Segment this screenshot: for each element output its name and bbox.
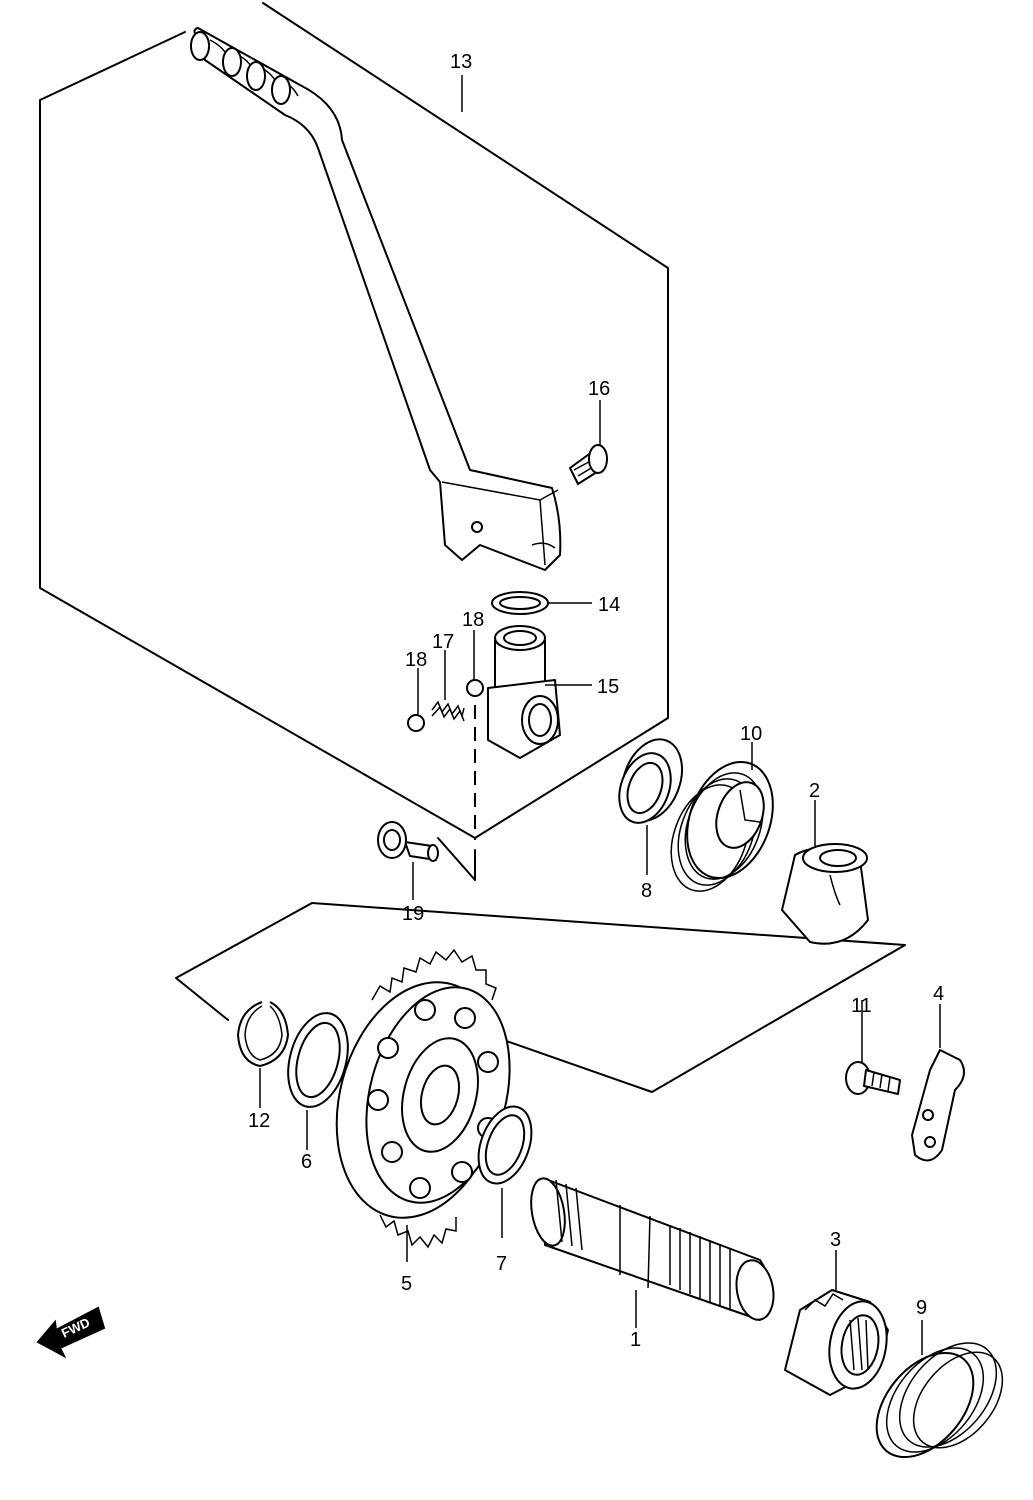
- callout-16: 16: [588, 378, 610, 400]
- callout-2: 2: [809, 780, 820, 802]
- leader-lines: [259, 75, 941, 1355]
- fwd-arrow: FWD: [36, 1306, 106, 1359]
- callout-11: 11: [851, 995, 872, 1017]
- kick-lever: [190, 27, 562, 571]
- callout-14: 14: [598, 594, 620, 616]
- bolt-11: [845, 1061, 901, 1095]
- callout-9: 9: [916, 1297, 927, 1319]
- washer-14: [491, 591, 549, 615]
- kick-shaft-1: [530, 1177, 775, 1321]
- callout-17: 17: [432, 631, 454, 653]
- callout-8: 8: [641, 880, 652, 902]
- ball-18-left: [407, 714, 425, 732]
- callout-10: 10: [740, 723, 762, 745]
- drive-cam-3: [784, 1289, 889, 1396]
- gear-group-frame: [175, 902, 906, 1093]
- callout-18-right: 18: [462, 609, 484, 631]
- kick-gear-5: [335, 948, 511, 1249]
- callout-15: 15: [597, 676, 619, 698]
- callout-13: 13: [450, 51, 472, 73]
- spring-guide-2: [781, 843, 869, 945]
- bolt-16: [569, 444, 608, 485]
- callout-18-left: 18: [405, 649, 427, 671]
- kick-lever-group-frame: [39, 2, 669, 881]
- washer-7: [477, 1105, 533, 1185]
- ball-18-right: [466, 679, 484, 697]
- callout-12: 12: [248, 1110, 270, 1132]
- lever-boss-15: [487, 625, 592, 759]
- callout-labels: 13 16 14 18 17 18 15 10 2 8 19 4 11 12 6…: [248, 51, 944, 1351]
- callout-5: 5: [401, 1273, 412, 1295]
- callout-4: 4: [933, 983, 944, 1005]
- callout-1: 1: [630, 1329, 641, 1351]
- washer-6: [287, 1012, 349, 1108]
- callout-19: 19: [402, 903, 424, 925]
- circlip-12: [237, 1001, 289, 1067]
- oil-seal-8: [618, 738, 683, 824]
- callout-6: 6: [301, 1151, 312, 1173]
- stopper-plate-4: [911, 1049, 965, 1162]
- callout-7: 7: [496, 1253, 507, 1275]
- spring-17: [431, 700, 465, 722]
- bolt-19: [377, 821, 439, 862]
- callout-3: 3: [830, 1229, 841, 1251]
- spring-9: [875, 1342, 1004, 1459]
- kick-spring-10: [670, 760, 774, 892]
